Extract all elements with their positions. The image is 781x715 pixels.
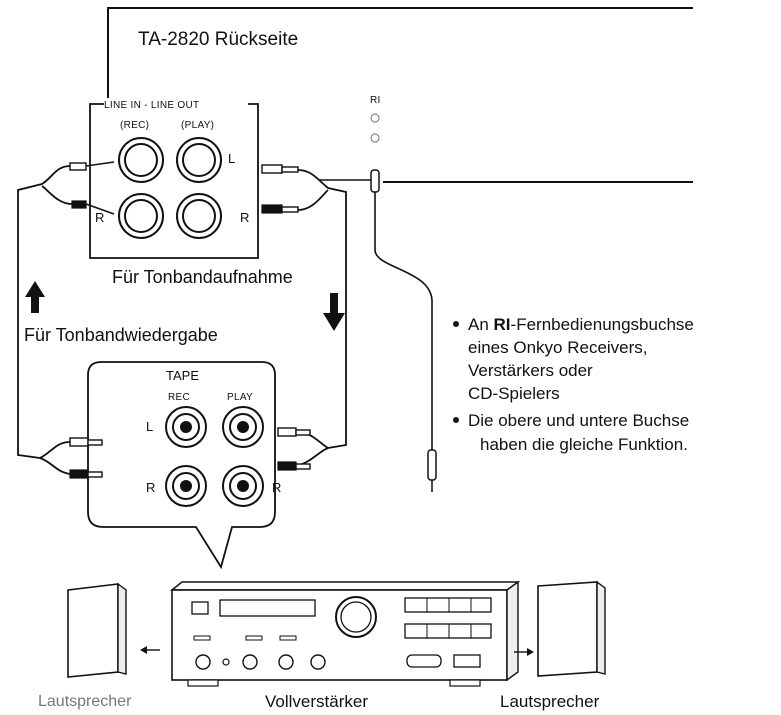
deck-output-plugs [261,164,299,214]
deck-right-left-label: R [95,210,104,225]
note-1-line-2: eines Onkyo Receivers, [468,338,648,357]
note-1-line-1: An RI-Fernbedienungsbuchse [468,315,694,334]
deck-line-out-left-jack [176,137,222,183]
note-1-line-3: Verstärkers oder [468,361,593,380]
deck-left-label: L [228,151,235,166]
amp-output-plugs [277,427,311,471]
deck-jack-panel: LINE IN - LINE OUT (REC) (PLAY) L R R [89,100,259,259]
amp-right-left-label: R [146,480,155,495]
amp-tape-rec-left-jack [165,406,207,448]
left-speaker-caption: Lautsprecher [38,693,132,710]
amp-left-label: L [146,419,153,434]
notes: An RI-Fernbedienungsbuchse eines Onkyo R… [453,315,694,454]
amp-rec-label: REC [168,392,190,403]
amp-input-plugs [69,437,103,479]
note-2-line-1: Die obere und untere Buchse [468,411,689,430]
playback-cable [17,165,73,475]
note-2-line-2: haben die gleiche Funktion. [480,435,688,454]
amp-tape-rec-right-jack [165,465,207,507]
amp-play-label: PLAY [227,392,253,403]
amp-tape-play-left-jack [222,406,264,448]
deck-line-in-left-jack [118,137,164,183]
deck-rec-label: (REC) [120,120,149,131]
deck-play-label: (PLAY) [181,120,214,131]
ri-logo-icon: RI [370,95,381,106]
deck-panel-header: LINE IN - LINE OUT [104,100,199,111]
right-speaker-arrow-icon [514,648,534,656]
amp-tape-panel: TAPE REC PLAY L R R [87,361,281,570]
left-speaker [67,582,127,678]
ri-remote-cable: RI [320,95,437,492]
arrow-up-icon [25,281,45,313]
recording-label: Für Tonbandaufnahme [112,267,293,287]
amp-tape-play-right-jack [222,465,264,507]
deck-right-right-label: R [240,210,249,225]
integrated-amplifier [169,580,521,687]
deck-outline [107,7,693,183]
deck-title: TA-2820 Rückseite [138,29,298,50]
deck-input-plugs [69,161,115,215]
right-speaker [537,580,606,677]
deck-line-out-right-jack [176,193,222,239]
left-speaker-arrow-icon [140,646,160,654]
arrow-down-icon [323,293,345,331]
playback-label: Für Tonbandwiedergabe [24,325,218,345]
note-1-line-4: CD-Spielers [468,384,560,403]
amplifier-caption: Vollverstärker [265,692,368,711]
right-speaker-caption: Lautsprecher [500,692,600,711]
amp-tape-title: TAPE [166,368,199,383]
deck-line-in-right-jack [118,193,164,239]
amp-right-right-label: R [272,480,281,495]
